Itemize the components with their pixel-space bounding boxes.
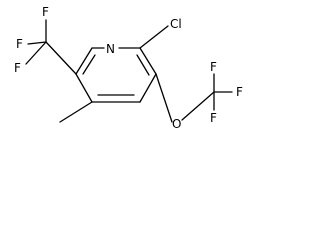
bond-cf3-f-bottom [25, 41, 47, 65]
double-bond-c6-n-inner [82, 54, 96, 75]
bond-c5-methyl [59, 101, 93, 123]
double-bond-c2-c3-inner [136, 54, 150, 76]
atom-f-cf3-top: F [42, 5, 49, 19]
atom-f-ocf3-top: F [210, 60, 217, 74]
bond-c6-cf3 [45, 41, 77, 75]
structure-diagram: N Cl O F F F F F F [14, 5, 243, 131]
bond-c3-o [155, 73, 173, 123]
atom-labels: N Cl O F F F F F F [14, 5, 243, 131]
bond-c5-c6 [75, 73, 93, 103]
atom-f-ocf3-right: F [236, 85, 243, 99]
ring-bonds [75, 47, 157, 103]
atom-n: N [106, 42, 115, 56]
atom-o: O [172, 117, 181, 131]
bond-c6-c6a [75, 47, 93, 75]
atom-f-cf3-bottom: F [14, 61, 21, 75]
atom-f-ocf3-bottom: F [210, 111, 217, 125]
bond-c2-c3 [139, 47, 157, 75]
atom-cl: Cl [170, 17, 182, 31]
bond-o-cf3 [181, 91, 215, 121]
substituent-bonds [25, 19, 233, 123]
atom-f-cf3-left: F [16, 37, 23, 51]
bond-c3-c4 [139, 73, 157, 103]
bond-c2-cl [139, 25, 169, 49]
bond-cf3-f-left [27, 41, 47, 45]
